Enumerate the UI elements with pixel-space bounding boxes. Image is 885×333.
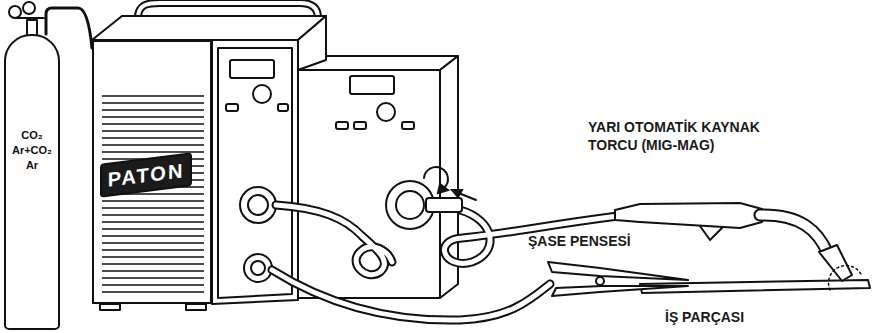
- rotate-symbol: [424, 167, 476, 200]
- feeder-display: [350, 76, 394, 94]
- pressure-gauge: [23, 2, 35, 14]
- feeder-knob: [377, 103, 395, 121]
- ground-clamp: [548, 262, 688, 296]
- machine-knob: [253, 85, 271, 103]
- regulator-body: [16, 17, 44, 19]
- gas-type-text: Ar: [26, 158, 38, 173]
- feeder-button: [354, 122, 366, 129]
- gas-type-text: CO₂: [21, 128, 42, 143]
- workpiece-label: İŞ PARÇASI: [665, 308, 815, 326]
- gas-regulator: [9, 2, 44, 36]
- torch-plug: [426, 198, 462, 212]
- feeder-front: [298, 70, 440, 298]
- ground-cable: [272, 270, 550, 320]
- panel-frame: [218, 48, 292, 298]
- pressure-gauge: [9, 6, 21, 18]
- clamp-label: ŞASE PENSESİ: [528, 232, 678, 250]
- output-socket-inner: [251, 261, 265, 275]
- gas-type-text: Ar+CO₂: [12, 143, 52, 158]
- machine-button: [226, 104, 238, 111]
- machine-foot: [100, 304, 120, 310]
- machine-button: [278, 104, 288, 111]
- torch-label: YARI OTOMATİK KAYNAK TORCU (MIG-MAG): [588, 118, 800, 154]
- machine-top: [92, 16, 326, 40]
- torch-socket-inner: [396, 191, 424, 219]
- feeder-button: [402, 122, 414, 129]
- machine-foot: [186, 304, 206, 310]
- output-socket-inner: [248, 195, 268, 215]
- feeder-button: [336, 122, 348, 129]
- brand-logo: PATON: [100, 152, 192, 197]
- interconnect-cable: [276, 205, 392, 275]
- output-socket: [240, 187, 276, 223]
- machine-display: [230, 60, 274, 78]
- power-source-unit: [92, 16, 326, 310]
- output-socket: [244, 254, 272, 282]
- welding-torch: [615, 203, 862, 290]
- machine-side-edge: [298, 16, 326, 70]
- machine-front-panel: [212, 40, 298, 304]
- welding-machine: PATON: [92, 40, 212, 304]
- wire-feeder-unit: [298, 56, 458, 298]
- gas-cylinder: CO₂Ar+CO₂Ar: [4, 34, 60, 330]
